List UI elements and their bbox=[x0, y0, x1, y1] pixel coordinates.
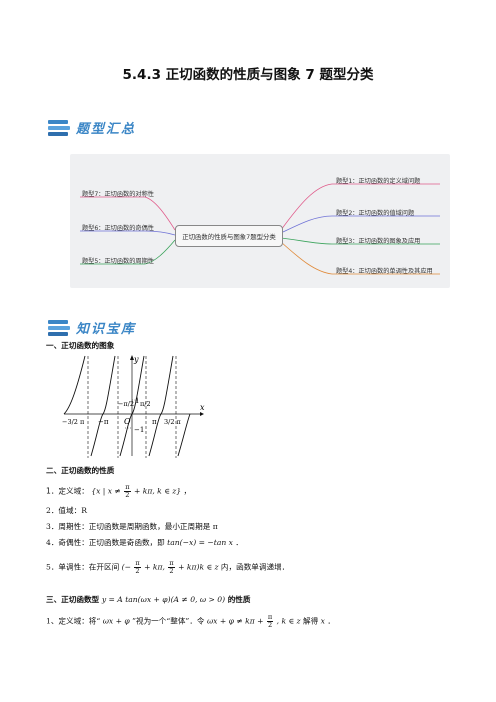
x-tick-neg-pi: −π bbox=[98, 418, 109, 426]
property-general-domain: 1、定义域：将“ ωx + φ ”视为一个“整体”．令 ωx + φ ≠ kπ … bbox=[46, 613, 335, 629]
y-tick-neg1: −1 bbox=[134, 426, 144, 434]
heading-tan-graph: 一、正切函数的图象 bbox=[46, 341, 115, 350]
y-axis-arrow bbox=[130, 355, 134, 360]
books-icon bbox=[46, 318, 72, 338]
tan-branch bbox=[148, 355, 174, 457]
x-axis-label: x bbox=[200, 403, 205, 412]
origin-label: O bbox=[124, 417, 131, 426]
tan-branch bbox=[119, 355, 145, 457]
y-tick-pos1: 1 bbox=[135, 397, 139, 405]
page-title: 5.4.3 正切函数的性质与图象 7 题型分类 bbox=[122, 67, 374, 83]
mindmap-connectors bbox=[80, 183, 440, 275]
mindmap-node-type4: 题型4：正切函数的单调性及其应用 bbox=[336, 268, 433, 275]
property-period: 3．周期性：正切函数是周期函数，最小正周期是 π bbox=[46, 522, 218, 531]
tan-graph: y x O 1 −1 −3/2 π −π −π/2 π/2 π 3/2 π bbox=[62, 355, 205, 458]
x-tick-neg-3-2-pi: −3/2 π bbox=[62, 418, 85, 426]
mindmap-node-type1: 题型1：正切函数的定义域问题 bbox=[336, 178, 421, 185]
mindmap-node-type5: 题型5：正切函数的周期性 bbox=[82, 258, 154, 265]
x-tick-pi: π bbox=[152, 418, 157, 426]
x-tick-3-2-pi: 3/2 π bbox=[164, 418, 182, 426]
y-axis-label: y bbox=[133, 355, 139, 364]
mindmap-center-node: 正切函数的性质与图象7题型分类 bbox=[175, 225, 283, 247]
heading-general-tan: 三、正切函数型 y = A tan(ωx + φ)(A ≠ 0, ω > 0) … bbox=[46, 595, 251, 604]
x-axis-arrow bbox=[200, 412, 204, 416]
summary-section-label: 题型汇总 bbox=[76, 122, 137, 137]
books-icon bbox=[46, 118, 72, 138]
mindmap-node-type7: 题型7：正切函数的对称性 bbox=[82, 191, 154, 198]
heading-tan-properties: 二、正切函数的性质 bbox=[46, 466, 115, 475]
tan-branch bbox=[90, 355, 116, 457]
knowledge-section-label: 知识宝库 bbox=[76, 322, 137, 337]
x-tick-half-pi: π/2 bbox=[140, 400, 151, 408]
property-odd: 4．奇偶性：正切函数是奇函数，即 tan(−x) = −tan x ． bbox=[46, 538, 243, 547]
property-range: 2．值域：R bbox=[46, 506, 87, 515]
mindmap: 正切函数的性质与图象7题型分类 题型7：正切函数的对称性 题型6：正切函数的奇偶… bbox=[70, 154, 450, 288]
mindmap-node-type3: 题型3：正切函数的图象及应用 bbox=[336, 238, 421, 245]
tan-branch bbox=[177, 413, 191, 457]
mindmap-node-type2: 题型2：正切函数的值域问题 bbox=[336, 210, 415, 217]
x-tick-neg-half-pi: −π/2 bbox=[118, 400, 134, 408]
mindmap-node-type6: 题型6：正切函数的奇偶性 bbox=[82, 225, 154, 232]
tan-branch bbox=[63, 355, 86, 415]
